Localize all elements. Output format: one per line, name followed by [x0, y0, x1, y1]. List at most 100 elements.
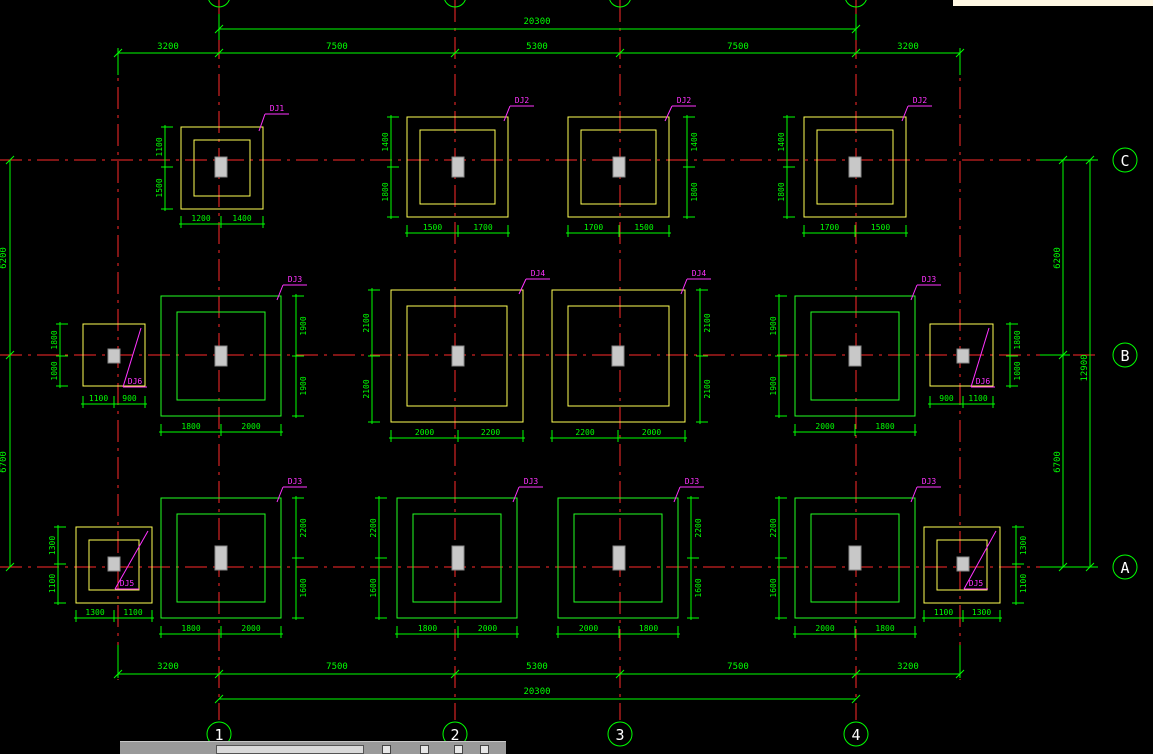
tag-leader-c3	[664, 105, 673, 122]
dim-side-al-a: 1300	[48, 536, 57, 555]
dim-side-b4-b: 1900	[769, 376, 778, 395]
footing-outer-c2	[406, 116, 509, 218]
footing-inner-c2	[419, 129, 496, 205]
footing-inner-b2	[406, 305, 508, 407]
dim-bottom-b4-a: 2000	[815, 422, 834, 431]
dim-bottom-b3-a: 2200	[575, 428, 594, 437]
axis-label-a: A	[1120, 559, 1129, 577]
footing-inner-al	[88, 539, 140, 591]
dim-bottom-seg-1: 3200	[157, 662, 179, 672]
axis-bubble-b	[1112, 342, 1138, 368]
dim-side-br-a: 1800	[1013, 330, 1022, 349]
dim-side-b4-a: 1900	[769, 316, 778, 335]
footing-outer-a2	[396, 497, 518, 619]
dim-bottom-c2-b: 1700	[473, 223, 492, 232]
dim-side-c2-a: 1400	[381, 132, 390, 151]
footing-tag-ar: DJ5	[969, 579, 984, 588]
dim-side-bl-a: 1800	[50, 330, 59, 349]
dim-side-ar-a: 1300	[1019, 536, 1028, 555]
dim-bottom-c2-a: 1500	[423, 223, 442, 232]
column-al	[107, 556, 121, 572]
dim-side-a3-a: 2200	[694, 518, 703, 537]
dim-side-b2-a: 2100	[362, 313, 371, 332]
axis-label-1: 1	[214, 726, 223, 744]
dim-bottom-b2-b: 2200	[481, 428, 500, 437]
footing-outer-ar	[923, 526, 1001, 604]
tag-leader-a1	[276, 486, 284, 503]
dim-bottom-c1-a: 1200	[191, 214, 210, 223]
footing-outer-b3	[551, 289, 686, 423]
column-b3	[611, 345, 625, 367]
dim-bottom-al-a: 1300	[85, 608, 104, 617]
dim-bottom-br-a: 900	[939, 394, 954, 403]
column-b1	[214, 345, 228, 367]
footing-inner-a2	[412, 513, 502, 603]
column-c4	[848, 156, 862, 178]
dim-bottom-a1-b: 2000	[241, 624, 260, 633]
footing-inner-b4	[810, 311, 900, 401]
dim-bottom-a3-a: 2000	[579, 624, 598, 633]
footing-outer-b4	[794, 295, 916, 417]
status-bar	[120, 741, 506, 754]
dim-side-c4-b: 1800	[777, 182, 786, 201]
axis-label-4: 4	[851, 726, 860, 744]
column-a2	[451, 545, 465, 571]
dim-bottom-seg-5: 3200	[897, 662, 919, 672]
dim-side-a1-b: 1600	[299, 578, 308, 597]
dim-side-c1-a: 1100	[155, 137, 164, 156]
corner-panel	[953, 0, 1153, 6]
tag-leader-a4	[910, 486, 918, 503]
dim-bottom-ar-a: 1100	[934, 608, 953, 617]
footing-outer-br	[929, 323, 994, 387]
column-bl	[107, 348, 121, 364]
dim-side-a4-b: 1600	[769, 578, 778, 597]
dim-bottom-c4-a: 1700	[820, 223, 839, 232]
tag-leader-c2	[503, 105, 511, 122]
column-a1	[214, 545, 228, 571]
dim-side-bl-b: 1000	[50, 361, 59, 380]
tag-leader-b4	[910, 284, 918, 301]
dim-bottom-seg-4: 7500	[727, 662, 749, 672]
footing-outer-al	[75, 526, 153, 604]
dim-bottom-b2-a: 2000	[415, 428, 434, 437]
footing-tag-c1: DJ1	[270, 104, 285, 113]
axis-bubble-top-4	[845, 0, 867, 8]
footing-tag-a1: DJ3	[288, 477, 303, 486]
tag-leader-c4	[901, 105, 909, 122]
dim-bottom-a2-a: 1800	[418, 624, 437, 633]
overall-dimensions	[5, 14, 1098, 704]
footing-inner-c1	[193, 139, 251, 197]
tag-leader-br	[970, 327, 990, 388]
dim-bottom-bl-a: 1100	[89, 394, 108, 403]
axis-label-2: 2	[450, 726, 459, 744]
footing-tag-a2: DJ3	[524, 477, 539, 486]
footing-tag-b1: DJ3	[288, 275, 303, 284]
tag-leader-b1	[276, 284, 284, 301]
dim-bottom-a2-b: 2000	[478, 624, 497, 633]
axis-label-c: C	[1120, 152, 1129, 170]
column-br	[956, 348, 970, 364]
dim-right-seg-1: 6200	[1053, 247, 1063, 269]
dim-right-seg-2: 6700	[1053, 451, 1063, 473]
dim-bottom-total: 20300	[523, 687, 550, 697]
dim-bottom-ar-b: 1300	[972, 608, 991, 617]
dim-side-al-b: 1100	[48, 574, 57, 593]
column-b4	[848, 345, 862, 367]
footing-inner-a1	[176, 513, 266, 603]
footing-outer-a4	[794, 497, 916, 619]
footing-tag-br: DJ6	[976, 377, 991, 386]
axis-bubble-a	[1112, 554, 1138, 580]
dim-bottom-c4-b: 1500	[871, 223, 890, 232]
dim-bottom-b1-b: 2000	[241, 422, 260, 431]
tag-leader-al	[114, 530, 149, 590]
dim-side-a1-a: 2200	[299, 518, 308, 537]
tag-leader-a3	[673, 486, 681, 503]
dim-left-seg-2: 6700	[0, 451, 9, 473]
dim-side-a2-b: 1600	[369, 578, 378, 597]
dim-bottom-c3-a: 1700	[584, 223, 603, 232]
tag-leader-b2	[518, 278, 527, 295]
footing-outer-c3	[567, 116, 670, 218]
footing-tag-b4: DJ3	[922, 275, 937, 284]
dim-side-a2-a: 2200	[369, 518, 378, 537]
